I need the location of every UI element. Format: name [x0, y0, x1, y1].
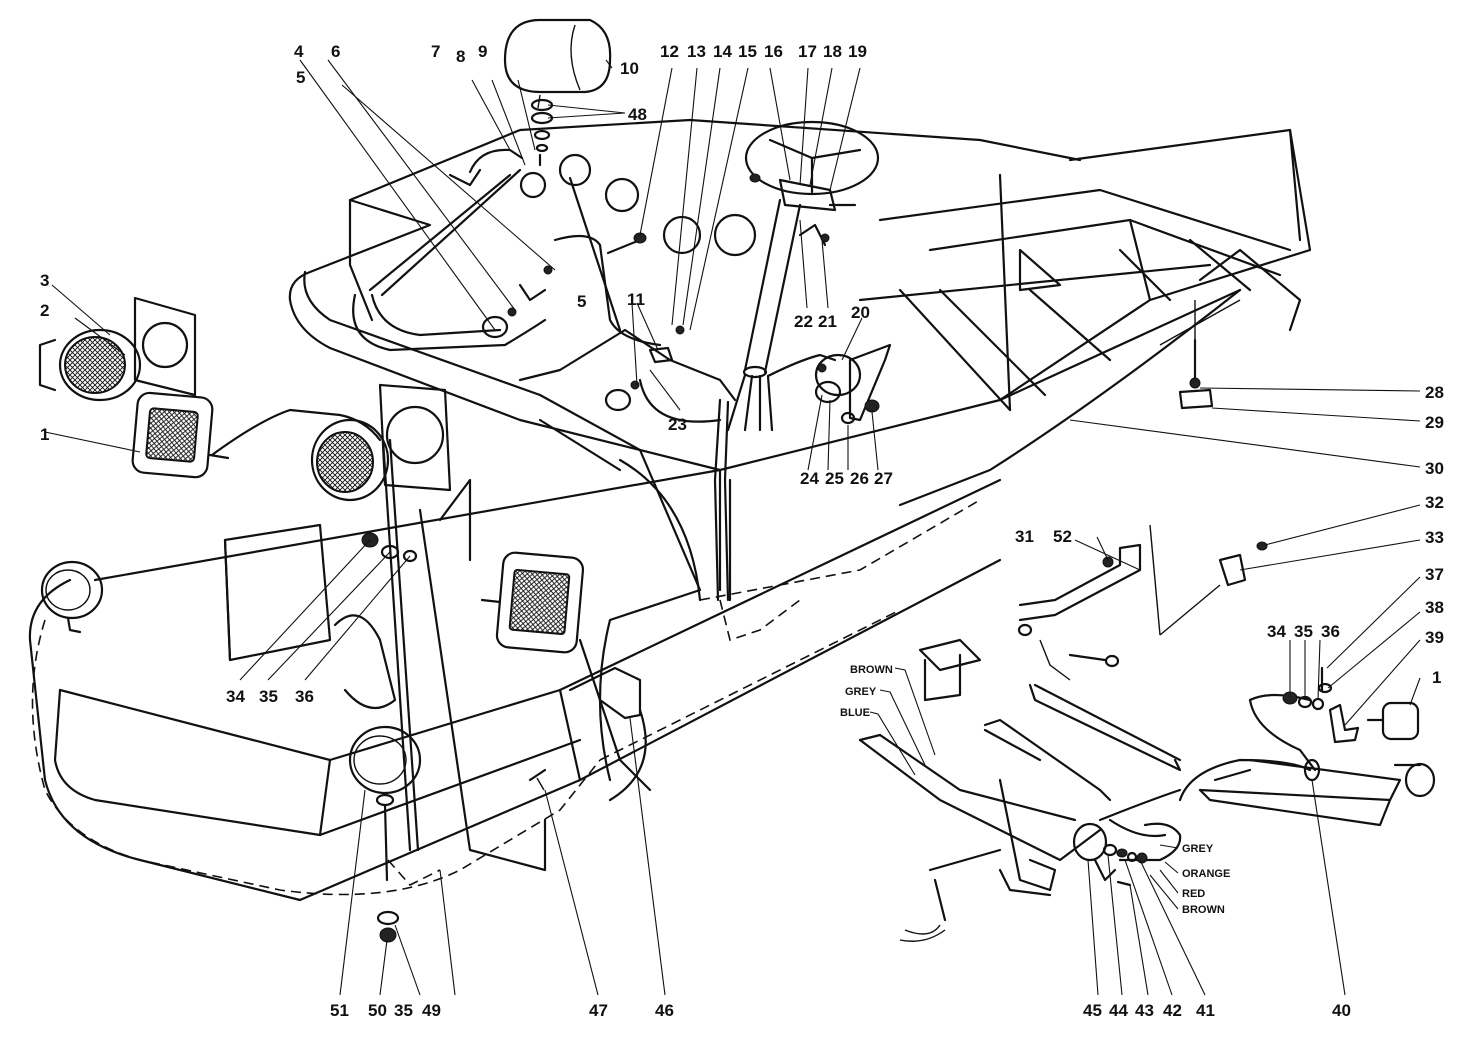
part-32-33-bracket: [1159, 541, 1268, 636]
callout-6: 6: [331, 42, 340, 61]
part-1-trailer-light: [1366, 701, 1420, 741]
callout-24: 24: [800, 469, 819, 488]
part-1-tail-light-left: [131, 391, 230, 479]
callout-11: 11: [627, 290, 645, 309]
callout-25: 25: [825, 469, 844, 488]
callout-34-front: 34: [226, 687, 245, 706]
callout-43: 43: [1135, 1001, 1154, 1020]
part-10-seat-cushion: [503, 18, 612, 109]
callout-7: 7: [431, 42, 440, 61]
headlight-center: [310, 383, 452, 502]
callout-20: 20: [851, 303, 870, 322]
vehicle-body: [28, 118, 1312, 902]
callout-41: 41: [1196, 1001, 1215, 1020]
callout-37: 37: [1425, 565, 1444, 584]
callout-27: 27: [874, 469, 893, 488]
callout-14: 14: [713, 42, 732, 61]
callout-23: 23: [668, 415, 687, 434]
wire-label-red: RED: [1182, 888, 1205, 900]
callout-9: 9: [478, 42, 487, 61]
callout-48: 48: [628, 105, 647, 124]
callout-5-lower: 5: [577, 292, 586, 311]
callout-33: 33: [1425, 528, 1444, 547]
callout-labels: 4 5 6 7 8 9 10 48 12 13 14 15 16 17 18 1…: [40, 42, 1444, 1020]
callout-44: 44: [1109, 1001, 1128, 1020]
callout-1-front: 1: [40, 425, 49, 444]
callout-5-upper: 5: [296, 68, 305, 87]
callout-35-trailer: 35: [1294, 622, 1313, 641]
callout-31: 31: [1015, 527, 1034, 546]
part-5-switch-lower: [604, 380, 640, 412]
part-2-sealed-beam: [38, 328, 142, 402]
callout-22: 22: [794, 312, 813, 331]
callout-36-trailer: 36: [1321, 622, 1340, 641]
callout-35-front: 35: [259, 687, 278, 706]
marker-light-left: [40, 560, 104, 634]
callout-50: 50: [368, 1001, 387, 1020]
callout-19: 19: [848, 42, 867, 61]
callout-46: 46: [655, 1001, 674, 1020]
callout-49: 49: [422, 1001, 441, 1020]
tail-light-center: [480, 551, 585, 654]
callout-29: 29: [1425, 413, 1444, 432]
callout-35-lower: 35: [394, 1001, 413, 1020]
flasher-assembly: [814, 343, 892, 425]
callout-28: 28: [1425, 383, 1444, 402]
leader-lines: [44, 59, 1421, 996]
wire-label-blue: BLUE: [840, 707, 870, 719]
callout-40: 40: [1332, 1001, 1351, 1020]
part-21-22-clamp: [798, 223, 830, 247]
callout-4: 4: [294, 42, 304, 61]
callout-12: 12: [660, 42, 679, 61]
callout-2: 2: [40, 301, 49, 320]
callout-8: 8: [456, 47, 465, 66]
callout-18: 18: [823, 42, 842, 61]
part-31-bracket: [1017, 524, 1161, 681]
trailer-light-hardware: [1282, 666, 1360, 744]
wire-label-orange: ORANGE: [1182, 868, 1230, 880]
callout-45: 45: [1083, 1001, 1102, 1020]
callout-34-trailer: 34: [1267, 622, 1286, 641]
wire-label-grey-bottom: GREY: [1182, 843, 1214, 855]
callout-26: 26: [850, 469, 869, 488]
callout-15: 15: [738, 42, 757, 61]
callout-47: 47: [589, 1001, 608, 1020]
turn-signal-switch: [749, 173, 857, 212]
part-5-switch-upper: [481, 265, 553, 339]
callout-17: 17: [798, 42, 817, 61]
part-48-washers: [530, 98, 554, 167]
callout-16: 16: [764, 42, 783, 61]
callout-52: 52: [1053, 527, 1072, 546]
wire-label-brown-bottom: BROWN: [1182, 904, 1225, 916]
wiring-harness: [31, 168, 1317, 942]
callout-36-front: 36: [295, 687, 314, 706]
callout-38: 38: [1425, 598, 1444, 617]
part-51-marker-light: [348, 725, 422, 882]
wire-color-labels: BROWN GREY BLUE GREY ORANGE RED BROWN: [840, 664, 1230, 916]
wire-label-brown-top: BROWN: [850, 664, 893, 676]
wire-label-grey-top: GREY: [845, 686, 877, 698]
part-50-nut: [376, 910, 400, 943]
part-28-29-switch: [1178, 338, 1214, 410]
part-12-knob: [606, 232, 647, 255]
callout-13: 13: [687, 42, 706, 61]
callout-39: 39: [1425, 628, 1444, 647]
part-46-47-clips: [528, 666, 642, 791]
callout-51: 51: [330, 1001, 349, 1020]
callout-10: 10: [620, 59, 639, 78]
callout-1-trailer: 1: [1432, 668, 1441, 687]
part-11-terminal: [648, 325, 685, 364]
callout-32: 32: [1425, 493, 1444, 512]
callout-42: 42: [1163, 1001, 1182, 1020]
callout-21: 21: [818, 312, 837, 331]
trailer-tongue: [858, 638, 1436, 922]
callout-3: 3: [40, 271, 49, 290]
callout-30: 30: [1425, 459, 1444, 478]
part-3-bracket-plate: [133, 296, 197, 397]
